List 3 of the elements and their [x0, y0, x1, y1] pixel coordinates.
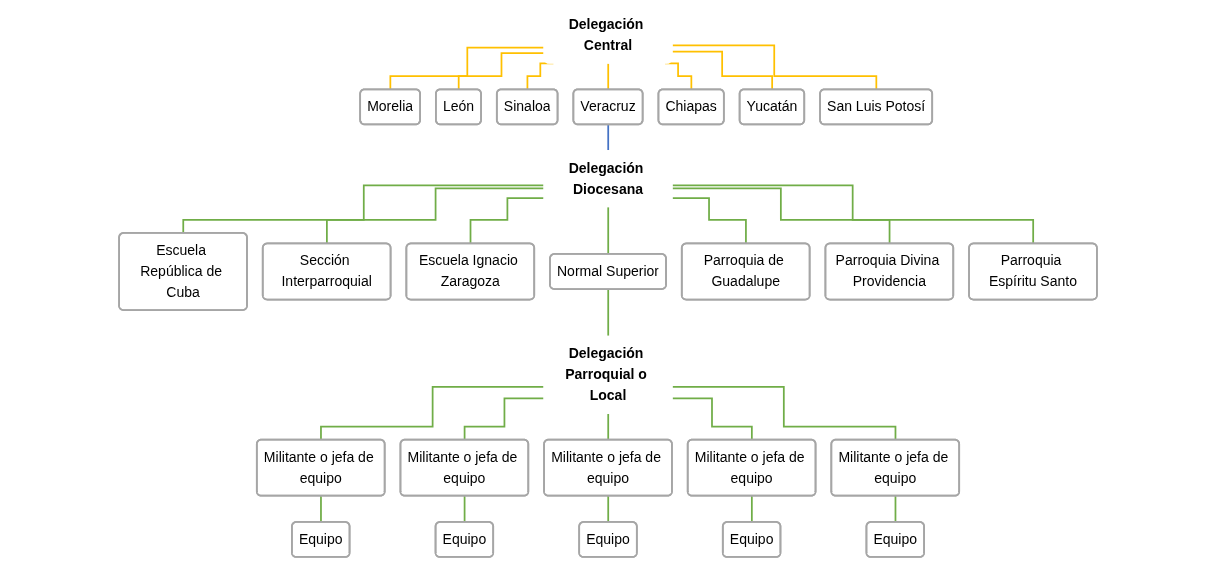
node-text: Delegación Parroquial o Local — [565, 345, 647, 403]
node-text: Delegación Diocesana — [568, 160, 644, 197]
node-text: Delegación Central — [568, 16, 644, 53]
